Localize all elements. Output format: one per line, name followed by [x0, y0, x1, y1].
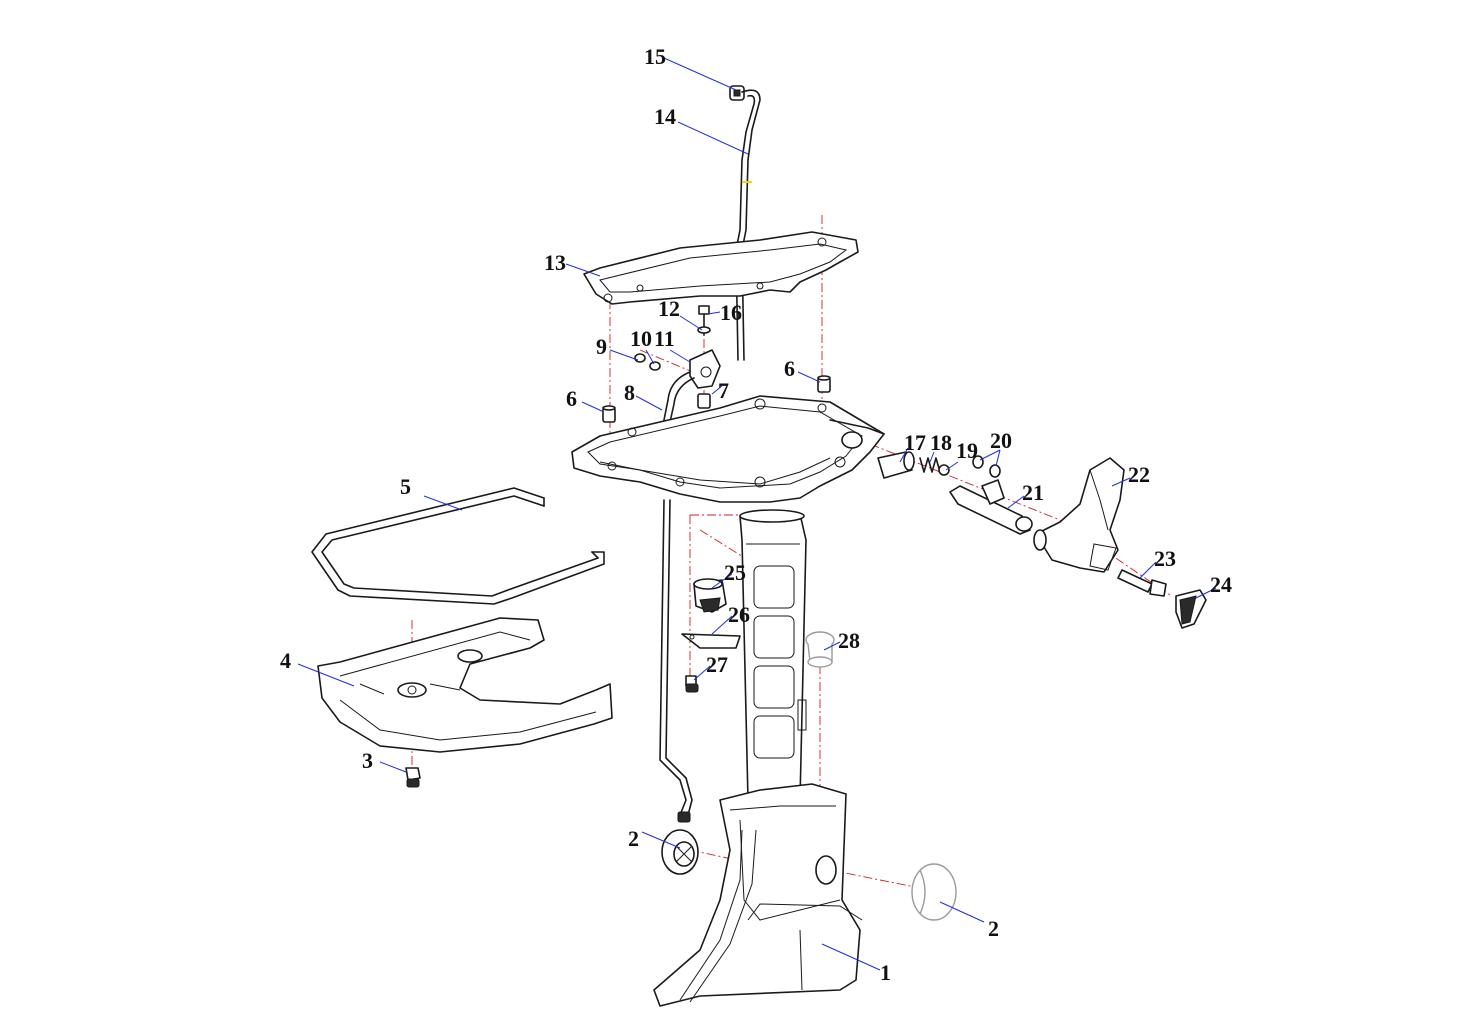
part-23-bolt — [1117, 569, 1167, 597]
long-pipe — [659, 499, 693, 823]
part-7-bushing — [697, 393, 711, 409]
part-19-ball — [938, 464, 950, 476]
part-5-frame-handle — [311, 487, 605, 605]
callout-2-right: 2 — [988, 916, 999, 941]
part-15-clip — [729, 85, 745, 101]
callout-17: 17 — [904, 430, 926, 455]
callout-18: 18 — [930, 430, 952, 455]
part-6-dowel-left — [602, 405, 616, 423]
callout-2-left: 2 — [628, 826, 639, 851]
main-housing-plate — [571, 395, 885, 503]
callout-21: 21 — [1022, 480, 1044, 505]
callout-15: 15 — [644, 44, 666, 69]
callout-19: 19 — [956, 438, 978, 463]
callout-12: 12 — [658, 296, 680, 321]
leader-lines — [297, 57, 1217, 971]
part-25-bushing — [693, 578, 727, 613]
callout-11: 11 — [654, 326, 675, 351]
callout-23: 23 — [1154, 546, 1176, 571]
callout-1: 1 — [880, 960, 891, 985]
part-12-16-bolt — [697, 305, 711, 336]
callout-10: 10 — [630, 326, 652, 351]
callout-6-left: 6 — [566, 386, 577, 411]
callout-16: 16 — [720, 300, 742, 325]
callout-22: 22 — [1128, 462, 1150, 487]
callout-4: 4 — [280, 648, 291, 673]
callout-26: 26 — [728, 602, 750, 627]
driveshaft-column — [739, 509, 807, 801]
callout-labels: 1 2 2 3 4 5 6 6 7 8 9 10 11 12 13 14 15 … — [280, 44, 1232, 985]
part-26-plate — [681, 633, 741, 649]
callout-13: 13 — [544, 250, 566, 275]
part-20-orings — [972, 455, 1001, 478]
part-6-dowel-right — [817, 375, 831, 393]
part-18-spring — [919, 457, 941, 473]
part-2-cover-right — [911, 863, 957, 921]
callout-7: 7 — [718, 378, 729, 403]
part-28-grommet — [805, 631, 835, 668]
part-1-leg-housing — [653, 783, 863, 1007]
callout-8: 8 — [624, 380, 635, 405]
callout-24: 24 — [1210, 572, 1232, 597]
part-4-tray — [317, 617, 613, 753]
callout-27: 27 — [706, 652, 728, 677]
part-17-sleeve — [877, 451, 915, 479]
callout-14: 14 — [654, 104, 676, 129]
part-11-bracket — [689, 349, 721, 389]
part-8-pipe — [663, 371, 695, 423]
part-10-washer — [649, 361, 661, 371]
part-2-grommet-left — [661, 829, 699, 875]
callout-25: 25 — [724, 560, 746, 585]
callout-5: 5 — [400, 474, 411, 499]
part-27-bolt — [685, 675, 699, 693]
part-22-grip-housing — [1033, 457, 1125, 573]
callout-28: 28 — [838, 628, 860, 653]
callout-20: 20 — [990, 428, 1012, 453]
part-3-bolt — [405, 767, 421, 788]
callout-9: 9 — [596, 334, 607, 359]
callout-3: 3 — [362, 748, 373, 773]
part-24-cap — [1175, 589, 1207, 629]
part-13-gasket — [583, 231, 859, 305]
part-9-washer — [634, 353, 646, 363]
part-14-tube — [735, 89, 761, 361]
part-21-shaft — [949, 479, 1033, 535]
callout-6-right: 6 — [784, 356, 795, 381]
